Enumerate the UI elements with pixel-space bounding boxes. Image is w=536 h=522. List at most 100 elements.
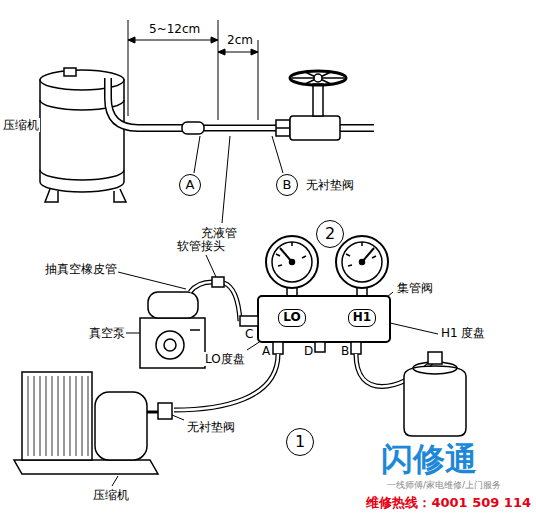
vacuum-pump-figure — [148, 292, 198, 318]
manifold-figure — [315, 342, 325, 352]
vacuum-hose — [190, 277, 240, 321]
manifold-figure — [266, 236, 318, 288]
suction-pipe — [108, 78, 184, 128]
compressor-figure — [114, 189, 126, 202]
part-label: 真空泵 — [88, 326, 126, 340]
valve-figure — [305, 72, 331, 84]
condensing-unit — [158, 403, 172, 419]
part-label: 无衬垫阀 — [305, 178, 355, 192]
refrigerant-cylinder — [428, 352, 442, 364]
leader-lines — [172, 415, 184, 420]
dimension-lines — [128, 40, 218, 41]
callout-circle: B — [276, 174, 298, 196]
manifold-figure — [336, 236, 388, 288]
condensing-unit — [147, 411, 158, 414]
manifold-figure — [351, 342, 361, 354]
leader-lines — [206, 255, 216, 277]
vacuum-pump-figure — [156, 331, 184, 359]
leader-lines — [126, 333, 140, 334]
refrigerant-cylinder — [404, 352, 466, 436]
suction-pipe — [204, 125, 278, 132]
node-text: H1 — [353, 311, 371, 324]
valve-figure — [313, 84, 323, 116]
dimension-lines — [128, 37, 135, 43]
valve-figure — [276, 120, 290, 136]
manifold-figure — [258, 296, 390, 342]
manifold-figure — [342, 242, 382, 282]
leader-lines — [272, 136, 283, 173]
condensing-unit — [28, 376, 88, 456]
valve-knob: H1 — [348, 309, 376, 327]
leader-lines — [112, 476, 118, 486]
valve-figure — [276, 127, 290, 129]
vacuum-pump-figure — [140, 318, 205, 368]
vacuum-pump-figure — [164, 339, 176, 351]
watermark: 闪修通 — [380, 440, 478, 478]
condensing-unit — [14, 372, 172, 474]
port-label: C — [244, 327, 254, 341]
compressor-figure — [64, 68, 76, 76]
port-label: B — [340, 344, 350, 358]
part-label: 无衬垫阀 — [186, 420, 236, 434]
vacuum-pump-figure — [140, 292, 205, 368]
leader-lines — [194, 136, 200, 173]
manifold-figure — [276, 242, 306, 266]
pipe-joint — [182, 122, 204, 134]
manifold-figure — [346, 242, 376, 266]
dimension-lines — [128, 20, 129, 116]
dimension-label: 5~12cm — [148, 22, 201, 36]
node-text: 1 — [295, 433, 305, 451]
port-label: D — [303, 344, 314, 358]
compressor-figure — [40, 68, 126, 202]
condensing-unit — [14, 460, 158, 474]
valve-figure — [290, 116, 340, 140]
compressor-figure — [40, 170, 124, 180]
valve-figure — [290, 71, 346, 85]
valve-figure — [276, 71, 346, 140]
vacuum-hose — [224, 283, 240, 321]
suction-pipe — [340, 126, 376, 131]
manifold-figure — [290, 260, 295, 265]
dimension-lines — [211, 37, 218, 43]
condensing-unit — [95, 392, 147, 460]
figure-number: 1 — [286, 428, 314, 456]
pipe-joint — [182, 122, 204, 134]
leader-lines — [112, 136, 438, 486]
part-label: 集管阀 — [396, 281, 434, 295]
watermark-slogan: 一线师傅/家电维修/上门服务 — [386, 480, 502, 491]
manifold-figure — [273, 342, 283, 354]
port-label: A — [261, 344, 271, 358]
vacuum-hose — [224, 283, 240, 321]
leader-lines — [222, 136, 230, 223]
vacuum-hose — [212, 277, 224, 287]
node-text: 2 — [325, 225, 335, 243]
vacuum-pump-figure — [190, 329, 200, 331]
part-label: 软管接头 — [176, 239, 226, 253]
hotline: 维修热线：4001 509 114 — [365, 495, 532, 511]
part-label: 压缩机 — [92, 488, 130, 502]
leader-lines — [118, 272, 186, 289]
dimension-lines — [128, 20, 258, 120]
valve-figure — [314, 74, 322, 82]
part-label: H1 度盘 — [440, 326, 486, 340]
suction-pipe — [108, 78, 184, 128]
manifold-figure — [240, 316, 258, 326]
valve-knob: LO — [278, 309, 305, 327]
part-label: 压缩机 — [2, 118, 40, 132]
part-label: LO度盘 — [204, 352, 246, 366]
compressor-figure — [45, 189, 58, 202]
node-text: B — [283, 178, 292, 192]
node-text: LO — [283, 311, 300, 324]
part-label: 抽真空橡皮管 — [44, 262, 118, 276]
dimension-label: 2cm — [226, 33, 254, 47]
callout-circle: A — [179, 174, 201, 196]
vacuum-hose — [190, 282, 212, 292]
refrigerant-cylinder — [404, 366, 466, 436]
node-text: A — [186, 178, 195, 192]
manifold-figure — [272, 242, 312, 282]
figure-number: 2 — [316, 220, 344, 248]
manifold-figure — [360, 260, 365, 265]
dimension-lines — [251, 49, 258, 55]
suction-pipe — [204, 126, 278, 130]
